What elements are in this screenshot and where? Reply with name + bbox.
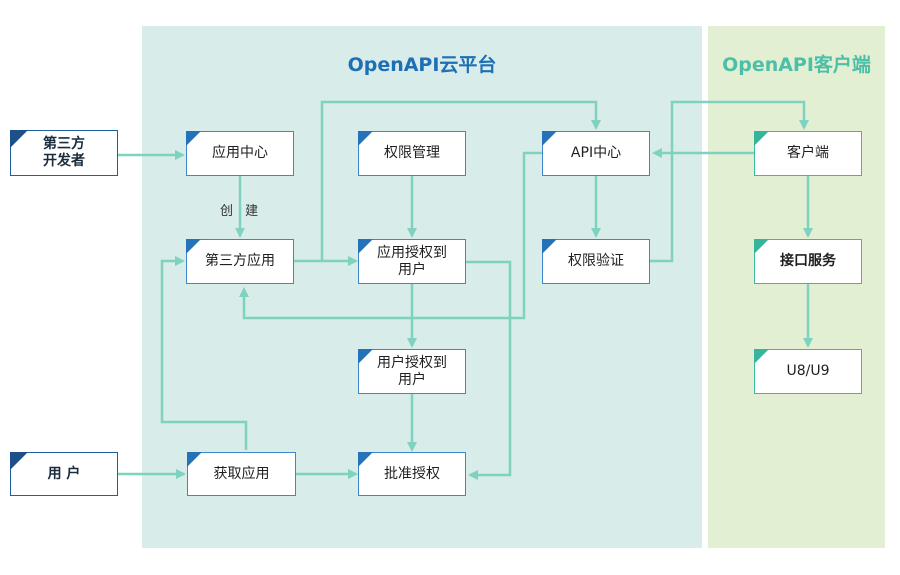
node-get-app[interactable]: 获取应用	[187, 452, 296, 496]
actor-third-party-developer-label: 第三方 开发者	[43, 136, 85, 169]
corner-marker	[358, 239, 373, 254]
node-client[interactable]: 客户端	[754, 131, 862, 176]
node-permission-management[interactable]: 权限管理	[358, 131, 466, 176]
cloud-panel-title: OpenAPI云平台	[347, 54, 497, 76]
node-permission-verify-label: 权限验证	[568, 253, 624, 269]
node-approve-authorization-label: 批准授权	[384, 465, 440, 482]
node-interface-service[interactable]: 接口服务	[754, 239, 862, 284]
corner-marker	[754, 239, 769, 254]
node-app-authorize-to-user[interactable]: 应用授权到 用户	[358, 239, 466, 284]
node-u8-u9[interactable]: U8/U9	[754, 349, 862, 394]
node-app-center-label: 应用中心	[212, 145, 268, 161]
node-u8-u9-label: U8/U9	[786, 363, 830, 379]
node-third-party-app-label: 第三方应用	[205, 253, 275, 269]
corner-marker	[358, 349, 373, 364]
node-permission-management-label: 权限管理	[384, 145, 440, 161]
actor-third-party-developer[interactable]: 第三方 开发者	[10, 130, 118, 176]
corner-marker	[542, 239, 557, 254]
node-api-center-label: API中心	[570, 145, 622, 161]
node-app-authorize-to-user-label: 应用授权到 用户	[377, 244, 447, 278]
corner-marker	[358, 452, 373, 467]
client-panel-title: OpenAPI客户端	[722, 54, 871, 76]
corner-marker	[186, 239, 201, 254]
corner-marker	[754, 349, 769, 364]
node-interface-service-label: 接口服务	[780, 253, 836, 269]
node-third-party-app[interactable]: 第三方应用	[186, 239, 294, 284]
node-app-center[interactable]: 应用中心	[186, 131, 294, 176]
corner-marker	[187, 452, 202, 467]
node-approve-authorization[interactable]: 批准授权	[358, 452, 466, 496]
actor-user-label: 用 户	[47, 465, 81, 482]
node-user-authorize-to-user-label: 用户授权到 用户	[377, 354, 447, 388]
node-permission-verify[interactable]: 权限验证	[542, 239, 650, 284]
corner-marker	[10, 452, 28, 470]
corner-marker	[358, 131, 373, 146]
node-client-label: 客户端	[787, 145, 829, 161]
node-user-authorize-to-user[interactable]: 用户授权到 用户	[358, 349, 466, 394]
node-api-center[interactable]: API中心	[542, 131, 650, 176]
node-get-app-label: 获取应用	[213, 465, 270, 482]
corner-marker	[542, 131, 557, 146]
actor-user[interactable]: 用 户	[10, 452, 118, 496]
openapi-client-panel: OpenAPI客户端	[708, 26, 885, 548]
corner-marker	[186, 131, 201, 146]
corner-marker	[10, 130, 28, 148]
create-edge-label: 创 建	[220, 204, 263, 219]
corner-marker	[754, 131, 769, 146]
